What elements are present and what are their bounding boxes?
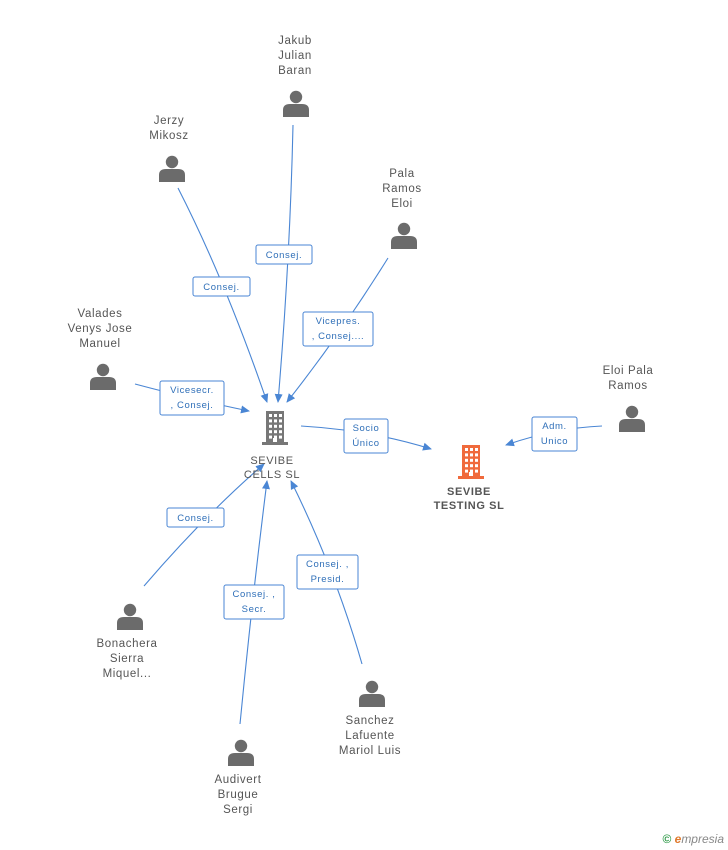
company-node-cells[interactable]: SEVIBE CELLS SL [244,411,300,481]
relation-label-line: Consej. , [306,559,349,570]
relation-audivert-cells[interactable]: Consej. , Secr. [223,480,285,725]
building-icon [262,411,288,445]
person-icon [359,680,385,707]
label-frame [343,418,389,454]
edges-layer: Consej. Consej. Vicepres. , Consej.... Vices… [134,124,603,725]
person-name-line: Baran [278,65,312,77]
person-name-line: Ramos [382,183,421,195]
nodes-layer: JakubJulianBaranJerzyMikoszPalaRamosEloi… [68,35,654,816]
relation-label-box[interactable]: Consej. [166,507,225,528]
relation-label-box[interactable]: Vicepres. , Consej.... [302,311,374,347]
brand-name: mpresia [681,832,724,846]
person-name-line: Lafuente [345,730,395,742]
company-name-line: SEVIBE [250,455,293,467]
relation-label-line: Presid. [311,574,345,585]
relation-label-box[interactable]: Consej. , Presid. [296,554,359,590]
person-icon [228,739,254,766]
relation-label-line: Socio [353,423,380,434]
relation-jakub-cells[interactable]: Consej. [255,124,313,403]
relation-eloi-testing[interactable]: Adm. Unico [505,416,603,452]
label-frame [296,554,359,590]
relation-bonachera-cells[interactable]: Consej. [143,463,265,587]
person-name-line: Sanchez [346,715,395,727]
relation-label-box[interactable]: Consej. [255,244,313,265]
relation-label-box[interactable]: Consej. , Secr. [223,584,285,620]
person-name-line: Audivert [215,774,262,786]
label-frame [302,311,374,347]
building-icon [458,445,484,479]
person-name-line: Valades [78,308,123,320]
relation-label-line: Secr. [242,604,267,615]
relation-label-line: Adm. [542,421,567,432]
person-name-line: Manuel [79,338,120,350]
label-frame [159,380,225,416]
person-icon [391,222,417,249]
person-name-line: Pala [389,168,414,180]
company-name-line: SEVIBE [447,486,491,498]
person-name-line: Sergi [223,804,253,816]
person-icon [619,405,645,432]
person-icon [283,90,309,117]
person-name-line: Jerzy [154,115,184,127]
person-node-bonachera[interactable]: BonacheraSierraMiquel... [96,603,157,680]
relation-label-line: Consej. [177,513,213,524]
relation-label-box[interactable]: Adm. Unico [531,416,578,452]
label-frame [166,507,225,528]
person-name-line: Ramos [608,380,647,392]
relation-label-box[interactable]: Vicesecr. , Consej. [159,380,225,416]
label-frame [531,416,578,452]
person-name-line: Bonachera [96,638,157,650]
person-icon [117,603,143,630]
relation-label-line: Vicesecr. [170,385,214,396]
person-name-line: Julian [278,50,312,62]
person-icon [90,363,116,390]
relation-jerzy-cells[interactable]: Consej. [177,187,269,403]
empresia-watermark[interactable]: © empresia [662,832,724,846]
copyright-symbol: © [662,832,672,846]
label-frame [255,244,313,265]
relation-label-line: Vicepres. [316,316,361,327]
relation-label-line: Consej. [203,282,239,293]
company-node-testing[interactable]: SEVIBE TESTING SL [434,445,505,512]
relation-sanchez-cells[interactable]: Consej. , Presid. [290,480,363,665]
brand-initial: e [674,832,682,846]
company-name-line: TESTING SL [434,500,505,512]
person-name-line: Eloi [391,198,413,210]
person-name-line: Miquel... [103,668,152,680]
company-name-line: CELLS SL [244,469,300,481]
relation-label-line: , Consej. [171,400,214,411]
relation-valades-cells[interactable]: Vicesecr. , Consej. [134,380,250,416]
relation-label-line: Consej. [266,250,302,261]
relation-pala-cells[interactable]: Vicepres. , Consej.... [286,257,389,403]
relation-label-line: , Consej.... [312,331,365,342]
label-frame [223,584,285,620]
person-icon [159,155,185,182]
person-name-line: Mariol Luis [339,745,401,757]
person-name-line: Venys Jose [68,323,133,335]
person-name-line: Sierra [110,653,144,665]
person-name-line: Eloi Pala [603,365,654,377]
person-name-line: Mikosz [149,130,188,142]
relation-label-line: Consej. , [233,589,276,600]
relation-label-box[interactable]: Consej. [192,276,251,297]
person-name-line: Jakub [278,35,312,47]
relation-label-line: Unico [541,436,568,447]
person-name-line: Brugue [218,789,259,801]
label-frame [192,276,251,297]
relation-label-line: Único [352,438,379,449]
